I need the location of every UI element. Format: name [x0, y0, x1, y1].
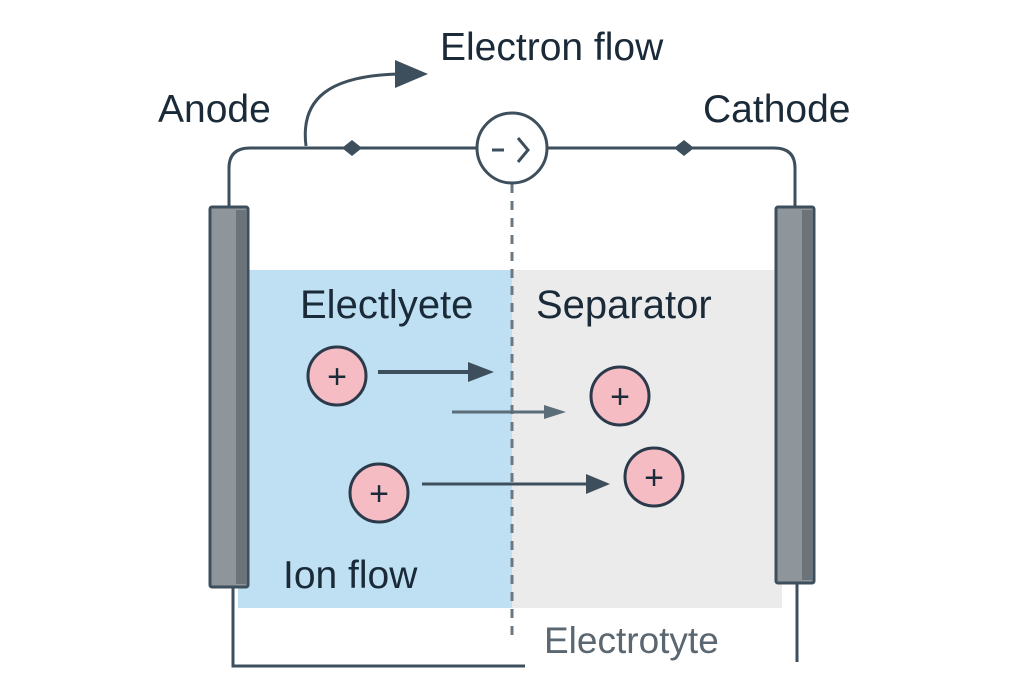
ion-3-sign: +: [369, 475, 389, 513]
cathode-electrode-shade: [802, 210, 812, 580]
ion-1: +: [306, 345, 368, 407]
electron-flow-arrow: [303, 72, 399, 147]
anode-label: Anode: [158, 88, 271, 131]
electrolyte-bottom-label: Electrotyte: [544, 620, 719, 661]
electron-flow-label: Electron flow: [440, 26, 664, 69]
ion-4: +: [623, 446, 685, 508]
electrolyte-region: [238, 270, 512, 608]
ion-4-sign: +: [644, 459, 664, 497]
bottom-wire: [231, 586, 525, 668]
load-symbol: [475, 111, 549, 185]
electron-flow-arrowhead: [395, 60, 428, 88]
ion-1-sign: +: [327, 358, 347, 396]
wire-node-right: [674, 140, 694, 156]
ion-2: +: [589, 365, 651, 427]
ion-2-sign: +: [610, 378, 630, 416]
ion-flow-label: Ion flow: [283, 554, 418, 597]
separator-region: [512, 270, 782, 608]
wire-node-left: [342, 140, 362, 156]
anode-electrode-shade: [236, 210, 246, 584]
electrolyte-label: Electlyete: [300, 283, 473, 327]
separator-label: Separator: [536, 283, 712, 327]
ion-arrow-2-head: [544, 405, 566, 419]
external-wire-left: [227, 146, 476, 208]
cathode-label: Cathode: [703, 88, 850, 131]
external-wire-right: [547, 146, 797, 208]
ion-arrow-1-head: [468, 362, 494, 382]
ion-arrow-3-head: [586, 474, 610, 494]
ion-3: +: [348, 462, 410, 524]
